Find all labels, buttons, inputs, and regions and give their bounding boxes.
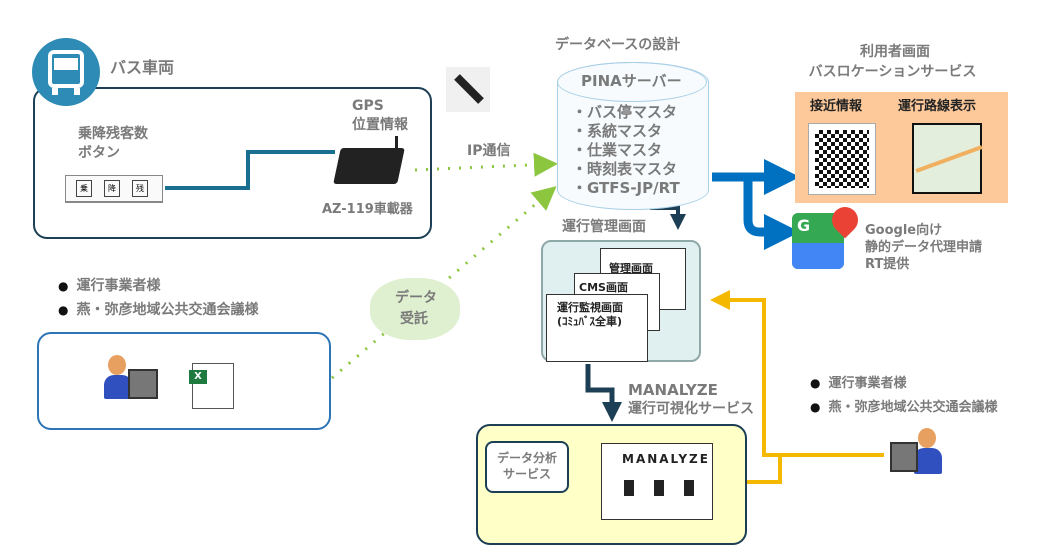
operator-office-box (37, 332, 331, 430)
database-title: データベースの設計 (555, 37, 681, 53)
operator-person-icon (104, 355, 160, 407)
device-label: AZ-119車載器 (322, 202, 413, 217)
google-text: Google向け 静的データ代理申請 RT提供 (865, 222, 982, 273)
user-to-management-arrow (710, 290, 884, 457)
ip-label: IP通信 (467, 143, 511, 159)
gps-label-1: GPS (352, 98, 384, 114)
cloud-shape (370, 278, 460, 340)
google-line-2: 静的データ代理申請 (865, 240, 983, 255)
passenger-count-button-device: 乗 降 残 (65, 175, 163, 203)
master-item: ・仕業マスタ (572, 141, 663, 159)
button-to-gps-cable (165, 150, 335, 190)
right-client-1: 運行事業者様 (810, 374, 906, 393)
master-item: ・GTFS-JP/RT (572, 179, 680, 197)
user-person-icon (886, 428, 944, 480)
key-remain: 残 (132, 180, 148, 197)
master-item: ・バス停マスタ (572, 103, 678, 121)
button-label-1: 乗降残客数 (78, 126, 148, 142)
route-map-thumbnail (912, 123, 983, 194)
monitoring-screen: 運行監視画面 (ｺﾐｭﾊﾞｽ全車) (546, 294, 648, 362)
cylinder-top (557, 62, 707, 102)
file-icon (654, 480, 664, 496)
left-client-1: 運行事業者様 (58, 277, 160, 296)
db-to-management-arrow (650, 206, 686, 230)
user-screen-title-1: 利用者画面 (860, 44, 930, 60)
left-client-2: 燕・弥彦地域公共交通会議様 (58, 301, 258, 320)
antenna-icon (395, 136, 398, 154)
bus-vehicle-box (33, 87, 432, 239)
excel-file-icon: X (189, 363, 234, 409)
db-to-google-arrow (743, 177, 800, 250)
management-title: 運行管理画面 (562, 219, 646, 235)
ip-link-bus (414, 152, 558, 177)
key-board: 乗 (76, 180, 92, 197)
master-list: ・バス停マスタ ・系統マスタ ・仕業マスタ ・時刻表マスタ ・GTFS-JP/R… (572, 103, 680, 198)
manalyze-title-2: 運行可視化サービス (628, 401, 754, 417)
data-analysis-service-box: データ分析 サービス (485, 441, 569, 493)
right-client-2: 燕・弥彦地域公共交通会議様 (810, 398, 997, 417)
map-icon (624, 480, 634, 496)
manalyze-app-screenshot: MANALYZE (601, 443, 713, 520)
user-screen-title-2: バスロケーションサービス (808, 64, 977, 80)
google-line-1: Google向け (865, 223, 943, 238)
route-display-label: 運行路線表示 (898, 99, 977, 114)
master-item: ・時刻表マスタ (572, 160, 678, 178)
key-alight: 降 (104, 180, 120, 197)
manalyze-logo: MANALYZE (622, 452, 710, 466)
zip-icon (684, 480, 694, 496)
button-label-2: ボタン (78, 145, 120, 161)
bus-title: バス車両 (110, 58, 175, 77)
google-maps-icon: G (792, 213, 844, 269)
qr-code-icon (808, 123, 876, 195)
cloud-label-2: 受託 (400, 311, 428, 327)
master-item: ・系統マスタ (572, 122, 663, 140)
cloud-label-1: データ (395, 290, 437, 306)
approach-info-label: 接近情報 (810, 99, 863, 114)
manalyze-title-1: MANALYZE (628, 381, 718, 399)
server-name: PINAサーバー (581, 72, 682, 90)
bus-icon (32, 38, 100, 106)
management-to-manalyze-arrow (585, 364, 622, 422)
satellite-icon (446, 67, 490, 112)
google-line-3: RT提供 (865, 257, 910, 272)
gps-label-2: 位置情報 (352, 117, 408, 133)
